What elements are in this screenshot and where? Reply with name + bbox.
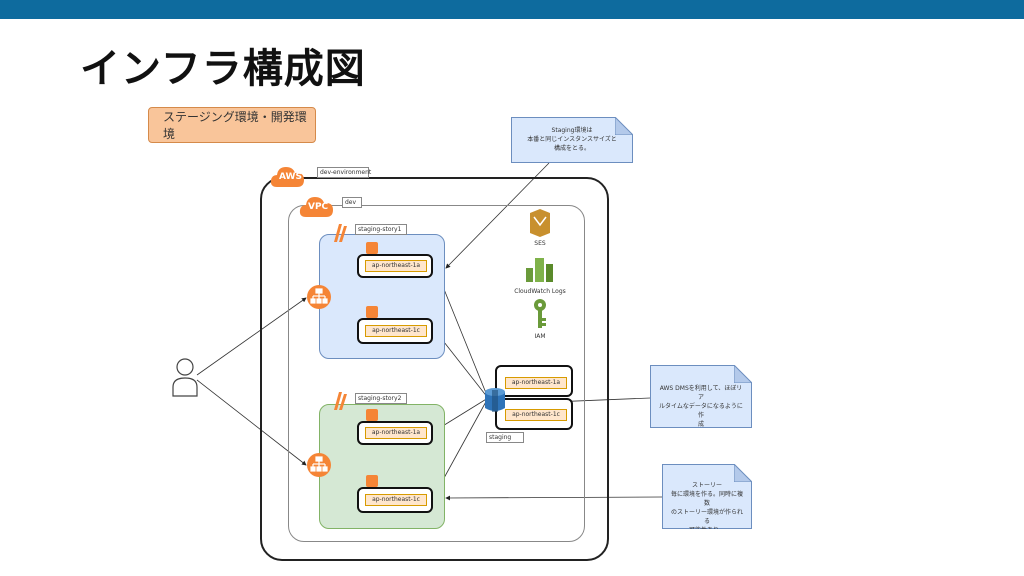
header-bar bbox=[0, 0, 1024, 19]
db-tag: staging bbox=[486, 432, 524, 443]
user-icon bbox=[172, 358, 198, 397]
note-line: のストーリー環境が作られる bbox=[671, 509, 744, 525]
story2-instance-1a: ap-northeast-1a bbox=[357, 409, 433, 445]
note-line: Staging環境は bbox=[551, 127, 593, 134]
ec2-icon bbox=[366, 475, 378, 487]
iam-icon bbox=[534, 299, 546, 328]
db-instance-1c: ap-northeast-1c bbox=[495, 398, 573, 430]
note-line: AWS DMSを利用して、ほぼリア bbox=[659, 385, 743, 401]
line-user-lb2 bbox=[196, 379, 307, 466]
note-line: 毎に環境を作る。同時に複数 bbox=[671, 491, 744, 507]
load-balancer-icon bbox=[307, 453, 331, 477]
environment-badge: ステージング環境・開発環境 bbox=[148, 107, 316, 143]
load-balancer-icon bbox=[307, 285, 331, 309]
vpc-cloud-icon bbox=[299, 197, 333, 217]
az-label: ap-northeast-1a bbox=[365, 427, 427, 439]
note-line: 本番と同じインスタンスサイズと bbox=[527, 136, 617, 143]
autoscaling-icon bbox=[334, 224, 347, 242]
aws-logo-text: AWS bbox=[279, 172, 302, 182]
az-label: ap-northeast-1a bbox=[365, 260, 427, 272]
note-line: ルタイムなデータになるように作 bbox=[659, 403, 743, 419]
note-fold bbox=[734, 464, 752, 482]
cloudwatch-icon bbox=[526, 258, 553, 282]
service-label: CloudWatch Logs bbox=[514, 288, 566, 295]
az-label: ap-northeast-1c bbox=[505, 409, 567, 421]
aws-cloud-icon bbox=[270, 167, 304, 187]
story1-instance-1c: ap-northeast-1c bbox=[357, 306, 433, 344]
vpc-tag: dev bbox=[342, 197, 362, 208]
az-label: ap-northeast-1c bbox=[365, 325, 427, 337]
story1-tag: staging-story1 bbox=[355, 224, 407, 235]
note-line: 成 bbox=[697, 421, 704, 428]
ec2-icon bbox=[366, 242, 378, 254]
note-fold bbox=[734, 365, 752, 383]
az-label: ap-northeast-1a bbox=[505, 377, 567, 389]
line-note1 bbox=[445, 162, 550, 269]
aws-tag: dev-environment bbox=[317, 167, 371, 178]
ec2-icon bbox=[366, 409, 378, 421]
story2-tag: staging-story2 bbox=[355, 393, 407, 404]
line-user-lb1 bbox=[196, 297, 307, 376]
ec2-icon bbox=[366, 306, 378, 318]
az-label: ap-northeast-1c bbox=[365, 494, 427, 506]
aws-cloud-boundary bbox=[260, 177, 609, 561]
autoscaling-icon bbox=[334, 392, 347, 410]
rds-database-icon bbox=[485, 388, 505, 412]
vpc-logo-text: VPC bbox=[308, 202, 329, 212]
story1-instance-1a: ap-northeast-1a bbox=[357, 242, 433, 278]
db-instance-1a: ap-northeast-1a bbox=[495, 365, 573, 397]
note-fold bbox=[615, 117, 633, 135]
note-staging-spec: Staging環境は 本番と同じインスタンスサイズと 構成をとる。 bbox=[511, 117, 633, 163]
note-line: ストーリー bbox=[691, 482, 722, 489]
note-dms: AWS DMSを利用して、ほぼリア ルタイムなデータになるように作 成 bbox=[650, 365, 752, 428]
vpc-boundary bbox=[288, 205, 585, 542]
ses-icon bbox=[530, 209, 550, 237]
note-line: 構成をとる。 bbox=[553, 145, 590, 152]
line-note3 bbox=[445, 495, 663, 501]
page-title: インフラ構成図 bbox=[80, 46, 366, 92]
story2-instance-1c: ap-northeast-1c bbox=[357, 475, 433, 513]
service-label: IAM bbox=[534, 333, 546, 340]
service-label: SES bbox=[534, 240, 546, 247]
